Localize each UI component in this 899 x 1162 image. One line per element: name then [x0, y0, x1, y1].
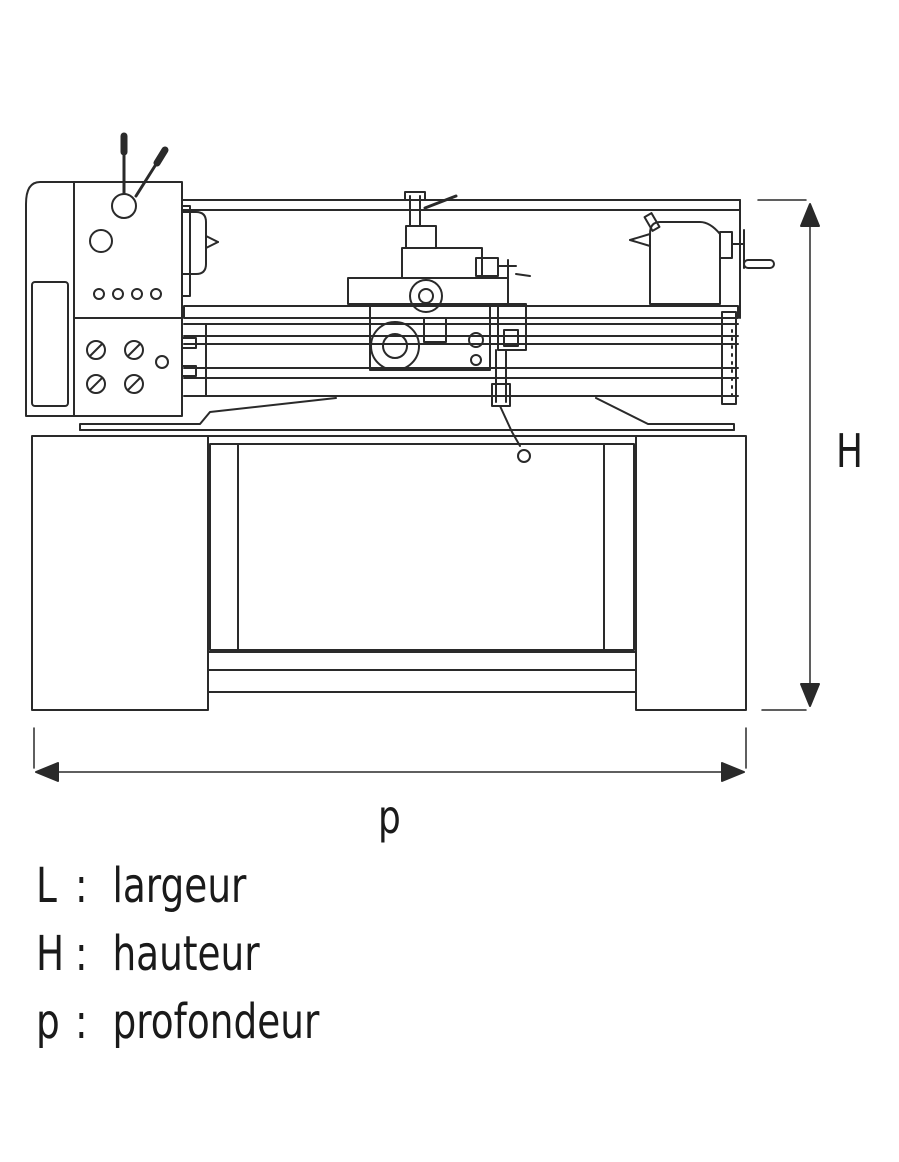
headstock	[25, 132, 219, 417]
depth-dimension-label: p	[378, 790, 401, 844]
legend-symbol: H	[36, 926, 65, 982]
lead-rod	[181, 199, 741, 319]
legend-separator: :	[75, 858, 88, 914]
chip-tray	[79, 397, 735, 437]
legend-symbol: p	[36, 994, 60, 1050]
legend-separator: :	[75, 994, 88, 1050]
legend-text: hauteur	[112, 926, 260, 982]
legend-symbol: L	[36, 858, 57, 914]
legend-item: H: hauteur	[36, 926, 260, 982]
legend-item: p: profondeur	[36, 994, 319, 1050]
legend-item: L: largeur	[36, 858, 246, 914]
legend-text: largeur	[112, 858, 247, 914]
machine-stand	[31, 435, 747, 711]
height-dimension	[757, 199, 820, 711]
height-dimension-label: H	[836, 424, 863, 478]
depth-dimension	[33, 727, 747, 782]
lathe-bed	[181, 305, 739, 405]
carriage	[347, 191, 531, 463]
legend-separator: :	[75, 926, 88, 982]
tailstock	[629, 212, 775, 305]
legend-text: profondeur	[112, 994, 320, 1050]
